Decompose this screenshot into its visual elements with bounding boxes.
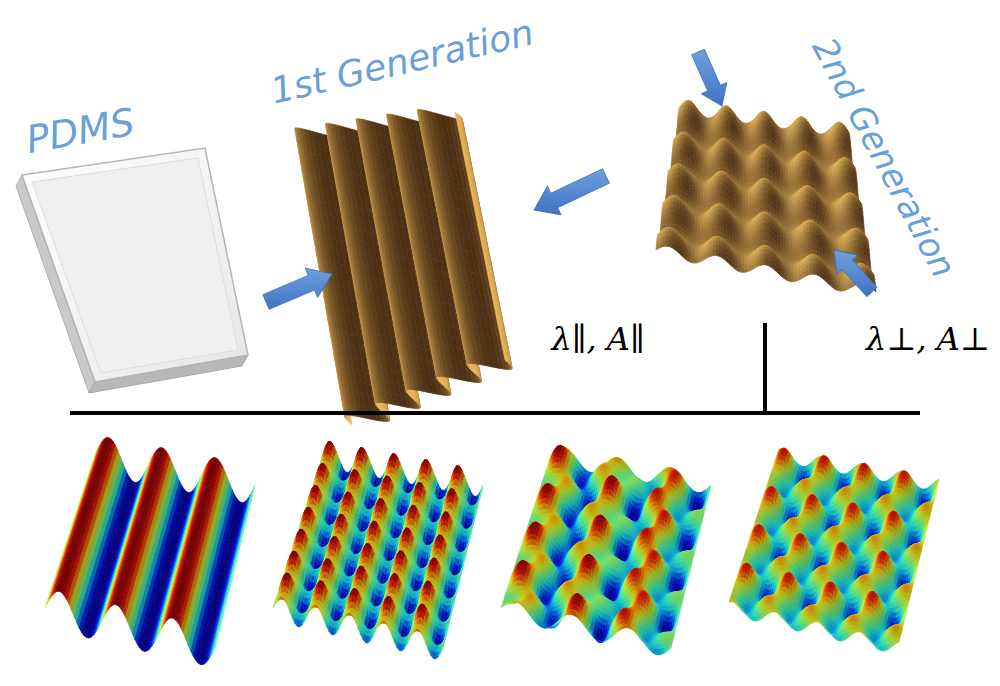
first-generation-wrinkles — [295, 110, 512, 426]
pdms-slab — [16, 148, 248, 393]
